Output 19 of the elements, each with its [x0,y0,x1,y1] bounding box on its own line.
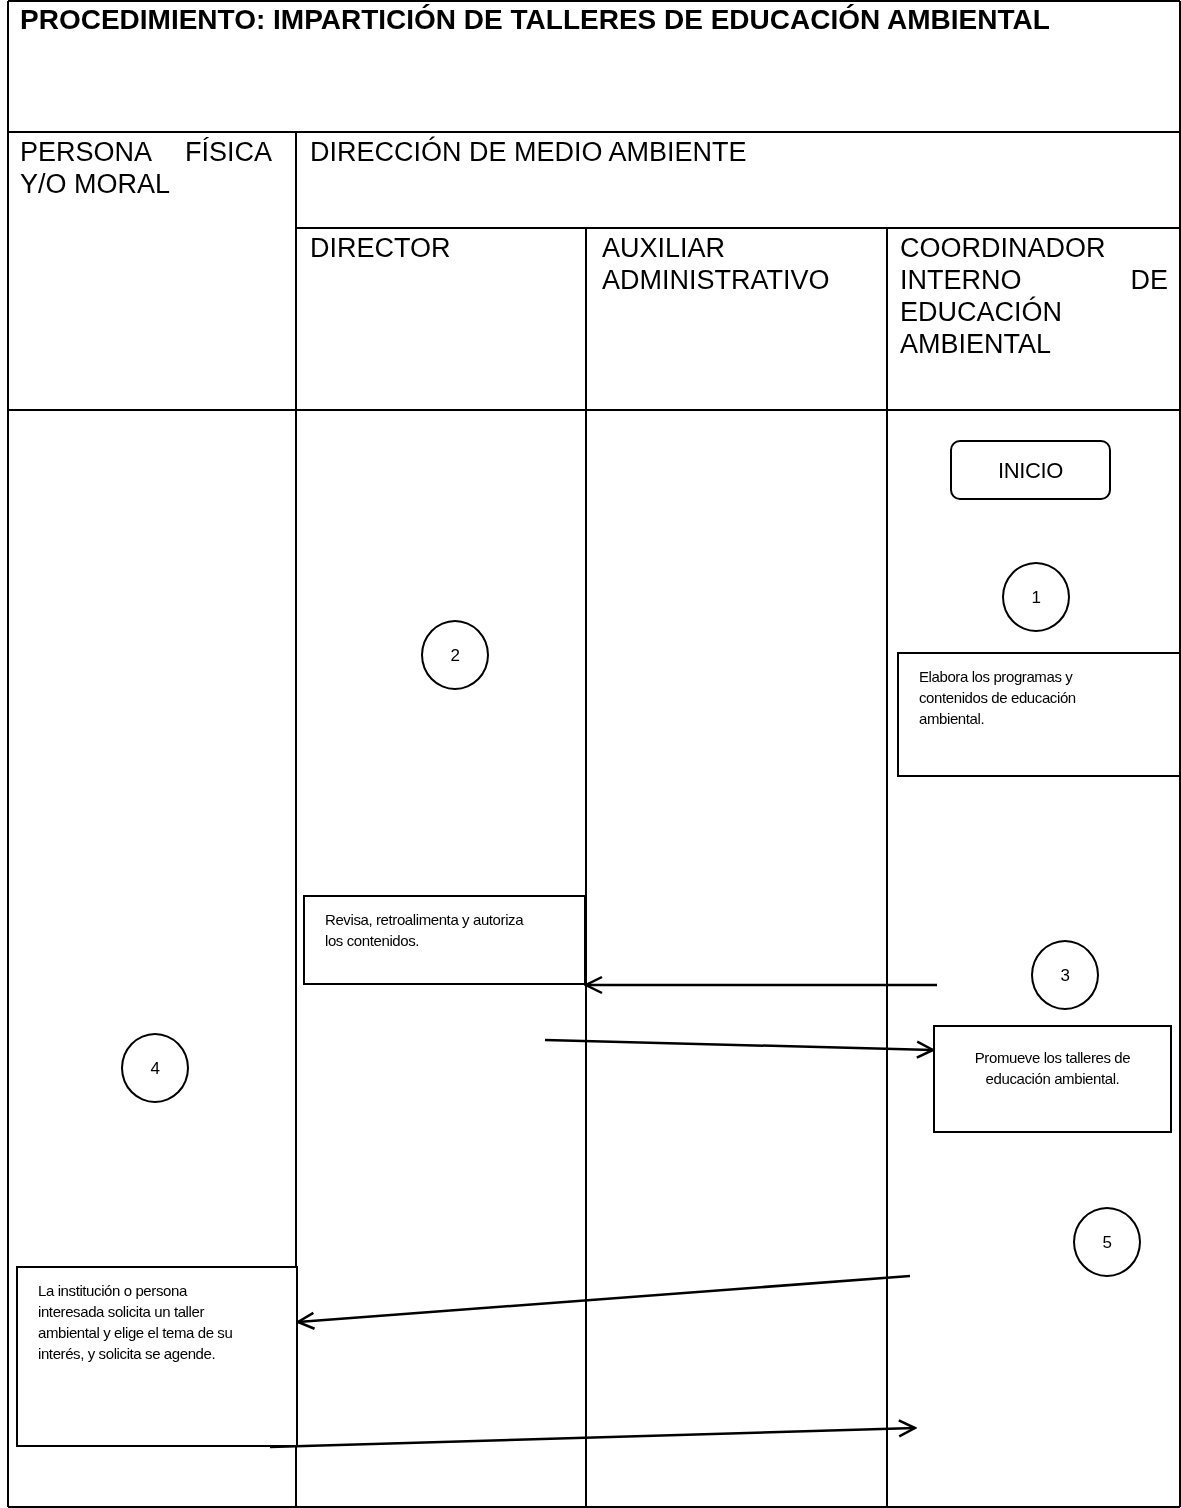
step-number-circle: 5 [1073,1207,1141,1277]
arrow [269,1419,917,1449]
department-header: DIRECCIÓN DE MEDIO AMBIENTE [310,136,748,168]
step-number-circle: 4 [121,1033,189,1103]
step-number-circle: 3 [1031,940,1099,1010]
start-terminator: INICIO [950,440,1111,500]
step-number-circle: 1 [1002,562,1070,632]
step-number-circle: 2 [421,620,489,690]
lane-header: COORDINADOR INTERNO DE EDUCACIÓN AMBIENTAL [900,232,1168,360]
process-box: Promueve los talleres de educación ambiental. [933,1025,1172,1133]
lane-header: AUXILIAR ADMINISTRATIVO [602,232,831,296]
procedure-title: PROCEDIMIENTO: IMPARTICIÓN DE TALLERES DE EDUCACIÓN AMBIENTAL [20,4,1051,35]
lane-header: DIRECTOR [310,232,452,264]
process-box: Revisa, retroalimenta y autoriza los contenidos. [303,895,586,985]
process-box: Elabora los programas y contenidos de educación ambiental. [897,652,1181,777]
arrow [544,1038,935,1059]
arrow [584,975,937,995]
lane-header: PERSONA FÍSICA Y/O MORAL [20,136,272,200]
process-box: La institución o persona interesada solicita un taller ambiental y elige el tema de su interés, y solicita se agende. [16,1266,298,1447]
